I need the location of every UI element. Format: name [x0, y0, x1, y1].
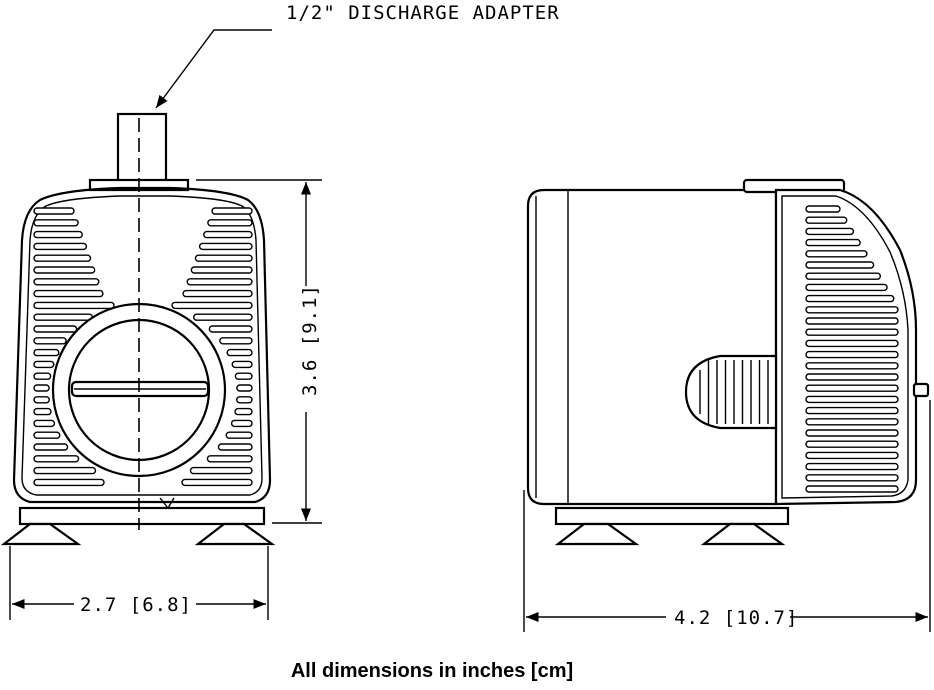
side-knob	[912, 382, 930, 398]
grille-slot	[805, 418, 899, 426]
front-foot-right	[194, 522, 276, 546]
grille-slot	[33, 419, 56, 428]
grille-slot	[33, 407, 52, 416]
grille-slot	[208, 325, 253, 333]
grille-slot	[33, 266, 96, 274]
grille-slot	[33, 348, 60, 357]
grille-slot	[182, 289, 253, 298]
grille-slot	[33, 372, 52, 380]
grille-slot	[805, 272, 882, 280]
height-dimension-label: 3.6 [9.1]	[299, 284, 321, 396]
grille-slot	[33, 278, 100, 286]
grille-slot	[805, 485, 899, 493]
grille-slot	[33, 254, 92, 262]
grille-slot	[33, 289, 104, 298]
grille-slot	[805, 227, 855, 236]
grille-slot	[236, 384, 253, 392]
grille-slot	[198, 242, 253, 251]
discharge-adapter-nozzle	[116, 112, 168, 184]
grille-slot	[33, 455, 80, 463]
grille-slot	[805, 250, 868, 258]
side-base-plate	[554, 506, 790, 526]
discharge-adapter-label: 1/2" DISCHARGE ADAPTER	[286, 2, 560, 24]
side-body-outline	[526, 188, 778, 506]
grille-slot	[805, 294, 895, 303]
grille-slot	[33, 207, 75, 215]
grille-slot	[206, 455, 253, 463]
grille-slot	[231, 360, 253, 369]
front-view	[0, 112, 276, 546]
grille-slot	[805, 238, 861, 247]
grille-slot	[33, 360, 55, 369]
front-base-plate	[18, 506, 266, 526]
grille-slot	[219, 337, 253, 345]
grille-slot	[226, 348, 253, 357]
grille-slot	[805, 440, 899, 448]
units-caption: All dimensions in inches [cm]	[290, 660, 574, 682]
grille-slot	[33, 325, 78, 333]
grille-slot	[211, 207, 253, 215]
grille-slot	[805, 474, 899, 482]
grille-slot	[33, 219, 79, 227]
grille-slot	[193, 313, 253, 321]
grille-slot	[805, 216, 848, 224]
front-body-outline	[12, 186, 272, 504]
front-grille-left	[33, 207, 115, 487]
grille-slot	[33, 478, 105, 487]
grille-slot	[33, 313, 93, 321]
grille-slot	[33, 384, 50, 392]
grille-slot	[207, 219, 253, 227]
grille-slot	[230, 419, 253, 428]
side-view	[526, 178, 930, 546]
grille-slot	[805, 406, 899, 415]
grille-slot	[805, 373, 899, 381]
front-grille-right	[171, 207, 253, 487]
grille-slot	[236, 396, 253, 404]
grille-slot	[33, 443, 69, 451]
discharge-leader-line	[155, 29, 272, 109]
grille-slot	[805, 328, 899, 336]
grille-slot	[189, 466, 253, 475]
grille-slot	[805, 350, 899, 359]
grille-slot	[805, 362, 899, 370]
front-foot-left	[0, 522, 82, 546]
grille-slot	[33, 242, 88, 251]
grille-slot	[33, 337, 67, 345]
width-dimension-label: 2.7 [6.8]	[80, 594, 192, 616]
grille-slot	[225, 431, 253, 439]
grille-slot	[805, 205, 841, 213]
side-intake-ribs	[699, 360, 769, 424]
grille-slot	[181, 478, 253, 487]
grille-slot	[805, 261, 875, 269]
grille-slot	[805, 384, 899, 392]
grille-slot	[217, 443, 253, 451]
grille-slot	[805, 339, 899, 348]
grille-slot	[805, 306, 899, 314]
grille-slot	[805, 283, 888, 292]
grille-slot	[234, 407, 253, 416]
grille-slot	[171, 301, 253, 310]
grille-slot	[33, 396, 50, 404]
side-foot-right	[700, 522, 786, 546]
grille-slot	[186, 278, 253, 286]
grille-slot	[33, 466, 97, 475]
length-dimension-label: 4.2 [10.7]	[674, 607, 798, 629]
grille-slot	[805, 429, 899, 437]
grille-slot	[194, 254, 253, 262]
grille-slot	[805, 317, 899, 325]
grille-slot	[805, 462, 899, 471]
grille-slot	[33, 301, 115, 310]
grille-slot	[203, 230, 253, 239]
grille-slot	[234, 372, 253, 380]
grille-slot	[33, 230, 83, 239]
grille-slot	[805, 451, 899, 460]
grille-slot	[805, 395, 899, 404]
side-foot-left	[554, 522, 640, 546]
grille-slot	[190, 266, 253, 274]
grille-slot	[33, 431, 61, 439]
side-grille-slots	[805, 205, 899, 493]
